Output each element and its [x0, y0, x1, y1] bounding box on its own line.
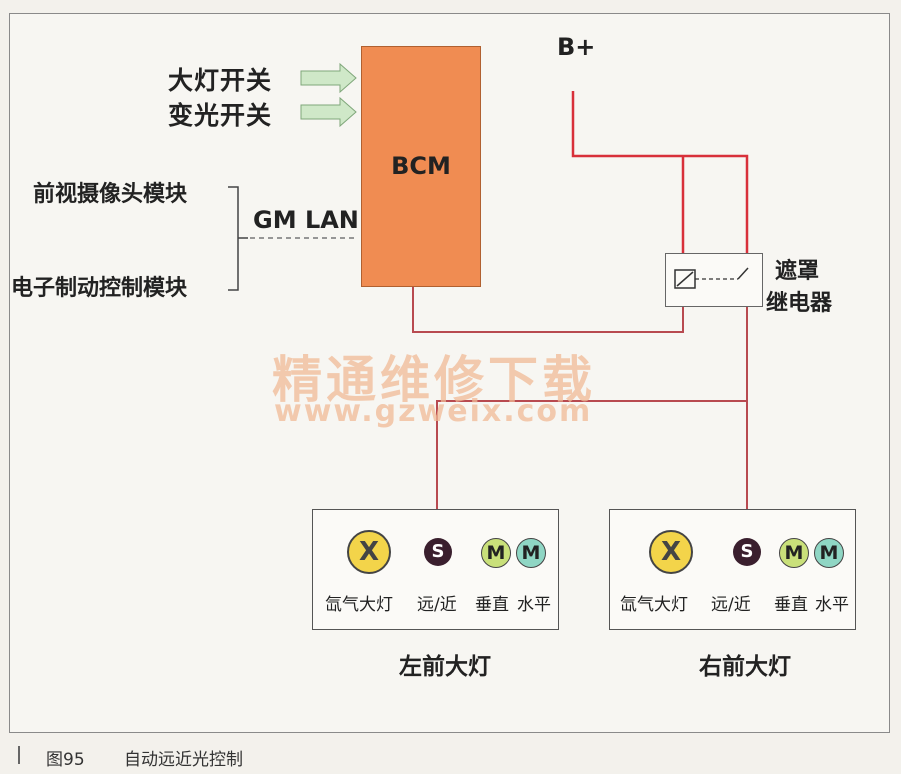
figure-number: 图95: [46, 750, 85, 770]
xenon-lamp-icon: X: [649, 530, 693, 574]
horizontal-motor-icon: M: [516, 538, 546, 568]
headlamp-switch-label: 大灯开关: [168, 66, 273, 95]
relay-label-line2: 继电器: [766, 291, 833, 316]
dimmer-switch-label: 变光开关: [168, 101, 273, 130]
right-headlamp-module: X S M M 氙气大灯 远/近 垂直 水平: [609, 509, 856, 630]
headlamp-switch-arrow: [300, 62, 357, 94]
watermark-text: 精通维修下载: [272, 351, 596, 409]
beam-switch-label: 远/近: [417, 595, 457, 615]
shutter-relay: [665, 253, 763, 307]
front-camera-module-label: 前视摄像头模块: [33, 182, 188, 207]
right-headlamp-title: 右前大灯: [699, 654, 791, 680]
battery-label: B+: [557, 33, 596, 61]
xenon-lamp-label: 氙气大灯: [620, 595, 688, 615]
vertical-motor-icon: M: [481, 538, 511, 568]
bcm-label: BCM: [391, 152, 451, 180]
beam-switch-icon: S: [424, 538, 452, 566]
relay-symbol: [674, 267, 749, 289]
horizontal-motor-label: 水平: [517, 595, 551, 615]
beam-switch-label: 远/近: [711, 595, 751, 615]
vertical-motor-label: 垂直: [774, 595, 808, 615]
caption-bar: [18, 746, 20, 764]
relay-label-line1: 遮罩: [775, 259, 820, 284]
left-headlamp-module: X S M M 氙气大灯 远/近 垂直 水平: [312, 509, 559, 630]
beam-switch-icon: S: [733, 538, 761, 566]
ebcm-label: 电子制动控制模块: [11, 276, 188, 301]
gmlan-label: GM LAN: [253, 206, 359, 234]
vertical-motor-label: 垂直: [475, 595, 509, 615]
xenon-lamp-label: 氙气大灯: [325, 595, 393, 615]
dimmer-switch-arrow: [300, 96, 357, 128]
gmlan-bracket: [228, 186, 248, 291]
bcm-relay-wire: [412, 285, 684, 333]
watermark-url: www.gzweix.com: [274, 394, 593, 429]
vertical-motor-icon: M: [779, 538, 809, 568]
xenon-lamp-icon: X: [347, 530, 391, 574]
horizontal-motor-icon: M: [814, 538, 844, 568]
bcm-block: BCM: [361, 46, 481, 287]
power-wire: [571, 91, 749, 253]
lamp-feed-wire: [436, 305, 748, 540]
horizontal-motor-label: 水平: [815, 595, 849, 615]
left-headlamp-title: 左前大灯: [399, 654, 491, 680]
figure-title: 自动远近光控制: [124, 750, 243, 770]
